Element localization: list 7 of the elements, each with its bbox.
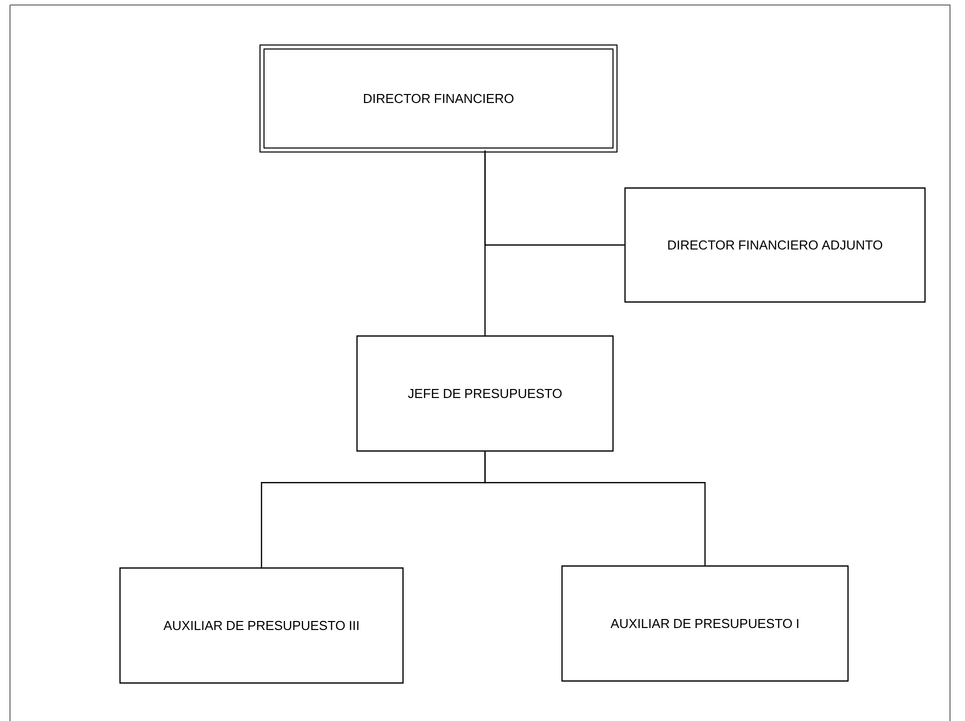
title-box: DIRECTOR FINANCIERO bbox=[260, 44, 618, 152]
role-box: JEFE DE PRESUPUESTO bbox=[356, 335, 614, 452]
role-box: DIRECTOR FINANCIERO ADJUNTO bbox=[624, 187, 926, 303]
role-box: AUXILIAR DE PRESUPUESTO I bbox=[561, 565, 849, 682]
connector-line bbox=[484, 452, 706, 566]
connector-line bbox=[484, 150, 624, 246]
role-box: AUXILIAR DE PRESUPUESTO III bbox=[119, 567, 404, 684]
